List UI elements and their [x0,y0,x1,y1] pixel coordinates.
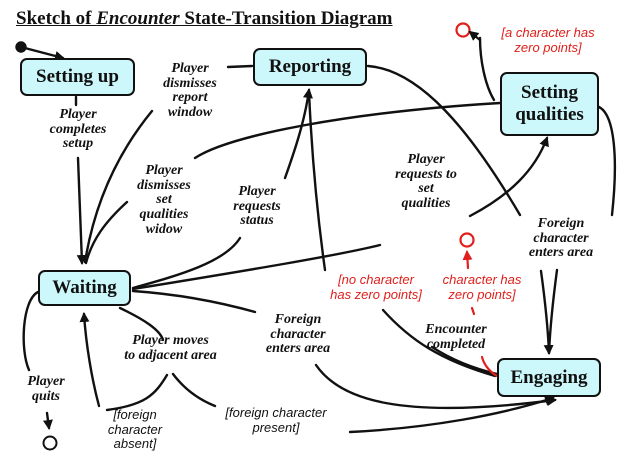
state-setting-up[interactable]: Setting up [20,58,135,96]
foreign-enters-to-engaging-arrow-b [547,268,559,355]
title-suffix: State-Transition Diagram [179,8,393,29]
final-state-zero-points-mid [459,232,475,248]
final-state-zero-points-top [455,22,471,38]
guard-foreign-character-present: [foreign character present] [225,405,327,435]
qualities-foreign-line [597,105,617,217]
event-moves-adjacent-area: Player moves to adjacent area [124,333,217,363]
reporting-foreign-line [366,64,522,217]
foreign-enters-to-engaging-arrow-a [539,269,554,355]
zero-points-red-tick [470,306,476,316]
request-qualities-to-setting-arrow [468,136,549,218]
guard-no-character-zero-points: [no character has zero points] [330,272,422,302]
event-requests-status: Player requests status [233,184,281,229]
request-status-line-a [131,236,242,290]
waiting-foreign-line-a [131,289,257,314]
moves-absent-line [105,373,169,412]
event-requests-set-qualities: Player requests to set qualities [395,152,457,212]
quits-to-final-arrow [42,411,53,430]
diagram-title: Sketch of Encounter State-Transition Dia… [16,8,393,30]
event-dismisses-report-window: Player dismisses report window [163,61,217,121]
moves-present-line [171,372,217,408]
report-dismiss-line-b [83,109,154,264]
waiting-foreign-to-engaging-arrow [314,363,557,410]
event-player-quits: Player quits [27,374,65,404]
qualities-dismiss-line-b [84,200,129,265]
guard-foreign-character-absent: [foreign character absent] [107,407,163,452]
title-prefix: Sketch of [16,8,97,29]
state-engaging[interactable]: Engaging [497,358,601,397]
event-dismisses-set-qualities-widow: Player dismisses set qualities widow [137,163,191,237]
report-dismiss-line-a [226,64,254,69]
qualities-to-final-line [478,36,496,102]
event-foreign-enters-mid: Foreign character enters area [265,312,331,357]
title-emphasis: Encounter [96,8,180,29]
qualities-dismiss-line-a [193,101,502,160]
present-to-engaging-arrow [348,395,555,434]
initial-transition [19,45,65,61]
setup-to-waiting-arrow [76,156,87,265]
state-setting-qualities[interactable]: Setting qualities [500,72,599,136]
moves-line-a [118,306,165,342]
state-reporting[interactable]: Reporting [253,48,367,86]
zero-points-mid-arrow [462,250,473,270]
guard-character-zero-points: character has zero points] [442,272,522,302]
encounter-completed-line [381,308,497,378]
encounter-red-line [480,355,499,378]
event-encounter-completed: Encounter completed [425,322,487,352]
reporting-down-line [307,90,327,272]
quits-line-a [22,290,40,372]
request-status-to-reporting-arrow [283,88,313,180]
zero-points-top-arrowhead [468,30,482,42]
event-player-completes-setup: Player completes setup [49,107,107,152]
request-qualities-line-a [131,243,382,291]
absent-to-waiting-arrow [79,312,101,408]
final-state-quit [42,435,58,451]
guard-a-character-zero-points: [a character has zero points] [501,25,595,55]
state-waiting[interactable]: Waiting [38,270,131,306]
event-foreign-enters-right: Foreign character enters area [528,216,594,261]
